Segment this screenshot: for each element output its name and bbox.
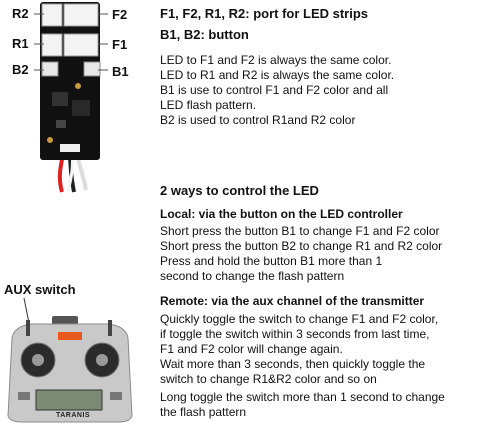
ports-heading: F1, F2, R1, R2: port for LED strips [160, 6, 369, 21]
remote-line: switch to change R1&R2 color and so on [160, 372, 377, 386]
desc-line: LED flash pattern. [160, 98, 257, 112]
local-line: Short press the button B1 to change F1 a… [160, 224, 440, 238]
label-b1: B1 [112, 64, 129, 79]
buttons-heading: B1, B2: button [160, 27, 249, 42]
led-controller-illustration [34, 2, 108, 193]
remote-line: Wait more than 3 seconds, then quickly t… [160, 357, 426, 371]
remote-line: the flash pattern [160, 405, 247, 419]
local-heading: Local: via the button on the LED control… [160, 207, 403, 221]
desc-line: B2 is used to control R1and R2 color [160, 113, 356, 127]
label-r1: R1 [12, 36, 29, 51]
transmitter-brand: TARANIS [56, 412, 91, 419]
aux-switch-label: AUX switch [4, 282, 76, 297]
remote-heading: Remote: via the aux channel of the trans… [160, 294, 425, 308]
desc-line: LED to F1 and F2 is always the same colo… [160, 53, 392, 67]
local-line: second to change the flash pattern [160, 269, 345, 283]
label-r2: R2 [12, 6, 29, 21]
label-f2: F2 [112, 7, 128, 22]
remote-line: if toggle the switch within 3 seconds fr… [160, 327, 430, 341]
local-line: Press and hold the button B1 more than 1 [160, 254, 383, 268]
label-b2: B2 [12, 62, 29, 77]
remote-line: Quickly toggle the switch to change F1 a… [160, 312, 439, 326]
remote-line: Long toggle the switch more than 1 secon… [160, 390, 445, 404]
remote-line: F1 and F2 color will change again. [160, 342, 343, 356]
desc-line: LED to R1 and R2 is always the same colo… [160, 68, 395, 82]
label-f1: F1 [112, 37, 128, 52]
transmitter-illustration [7, 298, 133, 423]
desc-line: B1 is use to control F1 and F2 color and… [160, 83, 389, 97]
local-line: Short press the button B2 to change R1 a… [160, 239, 443, 253]
ways-heading: 2 ways to control the LED [160, 183, 319, 198]
